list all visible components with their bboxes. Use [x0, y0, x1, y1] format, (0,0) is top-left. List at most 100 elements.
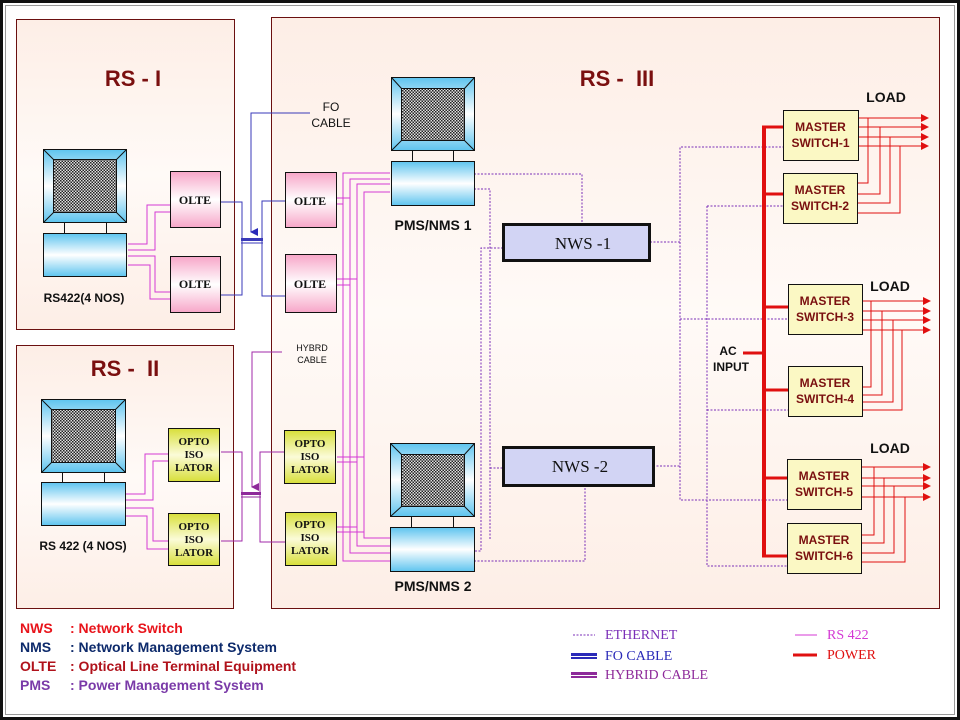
abbr-description: : Optical Line Terminal Equipment	[70, 658, 296, 674]
fo-cable-callout-line2: CABLE	[311, 116, 350, 130]
network-switch-2: NWS -2	[502, 446, 655, 487]
legend-item-hybrid-cable: HYBRID CABLE	[571, 668, 708, 683]
terminal-pms-nms-2	[390, 443, 475, 572]
terminal-pms-nms-1	[391, 77, 475, 206]
master-switch-word: MASTER	[800, 294, 851, 308]
load-label-1: LOAD	[866, 89, 906, 105]
master-switch-word: MASTER	[795, 183, 846, 197]
monitor-icon	[391, 77, 475, 151]
abbr-description: : Network Switch	[70, 620, 183, 636]
cpu-unit	[43, 233, 127, 277]
abbr-term: OLTE	[20, 658, 56, 674]
svg-text:LATOR: LATOR	[291, 545, 330, 557]
legend-label: HYBRID CABLE	[605, 668, 708, 683]
svg-text:LATOR: LATOR	[175, 547, 214, 559]
svg-text:OLTE: OLTE	[294, 277, 326, 291]
rs422-links	[125, 172, 390, 562]
legend-label: ETHERNET	[605, 628, 678, 643]
abbr-description: : Power Management System	[70, 677, 264, 693]
svg-text:ISO: ISO	[301, 532, 320, 544]
abbr-term: NMS	[20, 639, 51, 655]
region-rs2-title: RS - II	[91, 356, 159, 381]
power-links	[743, 125, 788, 558]
ac-input-label-line1: AC	[719, 344, 737, 358]
region-rs1-title: RS - I	[105, 66, 161, 91]
cpu-unit	[41, 482, 126, 526]
legend-label: FO CABLE	[605, 649, 672, 664]
opto-isolator-rs3-top: OPTO ISO LATOR	[284, 430, 336, 484]
olte-rs3-bottom: OLTE	[285, 254, 337, 313]
monitor-icon	[43, 149, 127, 223]
monitor-icon	[390, 443, 475, 517]
pms-nms-2-label: PMS/NMS 2	[394, 578, 471, 594]
svg-text:OPTO: OPTO	[295, 438, 326, 450]
hybrid-cable-splice	[241, 492, 261, 495]
cpu-unit	[391, 161, 475, 206]
cpu-unit	[390, 527, 475, 572]
ethernet-links	[474, 146, 788, 567]
load-label-2: LOAD	[870, 278, 910, 294]
master-switch-number: SWITCH-1	[792, 136, 850, 150]
rs1-terminal-label: RS422(4 NOS)	[44, 291, 125, 305]
abbr-term: NWS	[20, 620, 53, 636]
master-switch-number: SWITCH-2	[791, 199, 849, 213]
svg-text:OLTE: OLTE	[179, 277, 211, 291]
rs2-terminal-label: RS 422 (4 NOS)	[39, 539, 126, 553]
olte-rs3-top: OLTE	[285, 172, 337, 228]
master-switch-word: MASTER	[799, 469, 850, 483]
pms-nms-1-label: PMS/NMS 1	[394, 217, 471, 233]
svg-text:OLTE: OLTE	[294, 194, 326, 208]
terminal-rs1	[43, 149, 127, 277]
svg-text:ISO: ISO	[185, 534, 204, 546]
hybrid-cable-callout-line2: CABLE	[297, 355, 327, 365]
svg-text:LATOR: LATOR	[175, 462, 214, 474]
svg-text:NWS -1: NWS -1	[555, 234, 611, 253]
master-switch-word: MASTER	[800, 376, 851, 390]
svg-text:OPTO: OPTO	[179, 436, 210, 448]
master-switch-word: MASTER	[795, 120, 846, 134]
legend-label: POWER	[827, 648, 877, 663]
svg-text:NWS -2: NWS -2	[552, 457, 608, 476]
svg-text:OLTE: OLTE	[179, 193, 211, 207]
olte-rs1-bottom: OLTE	[170, 256, 221, 313]
region-rs3-title: RS - III	[580, 66, 655, 91]
master-switch-3: MASTER SWITCH-3	[788, 284, 863, 335]
legend-item-fo-cable: FO CABLE	[571, 649, 672, 664]
svg-text:ISO: ISO	[301, 451, 320, 463]
master-switch-word: MASTER	[799, 533, 850, 547]
master-switch-number: SWITCH-6	[795, 549, 853, 563]
legend-item-rs-422: RS 422	[795, 628, 869, 643]
legend-item-ethernet: ETHERNET	[573, 628, 678, 643]
network-switch-1: NWS -1	[502, 223, 651, 262]
monitor-icon	[41, 399, 126, 473]
load-feeds	[857, 114, 931, 563]
master-switch-6: MASTER SWITCH-6	[787, 523, 862, 574]
legend-item-power: POWER	[793, 648, 877, 663]
svg-text:OPTO: OPTO	[179, 521, 210, 533]
abbr-term: PMS	[20, 677, 50, 693]
load-label-3: LOAD	[870, 440, 910, 456]
svg-text:LATOR: LATOR	[291, 464, 330, 476]
abbr-description: : Network Management System	[70, 639, 277, 655]
hybrid-cable-callout-line1: HYBRD	[296, 343, 328, 353]
opto-isolator-rs2-bottom: OPTO ISO LATOR	[168, 513, 220, 566]
svg-text:ISO: ISO	[185, 449, 204, 461]
master-switch-number: SWITCH-4	[796, 392, 854, 406]
svg-text:OPTO: OPTO	[295, 519, 326, 531]
olte-rs1-top: OLTE	[170, 171, 221, 228]
terminal-rs2	[41, 399, 126, 526]
master-switch-number: SWITCH-3	[796, 310, 854, 324]
ac-input-label-line2: INPUT	[713, 360, 750, 374]
master-switch-2: MASTER SWITCH-2	[783, 173, 858, 224]
fo-cable-callout-line1: FO	[323, 100, 340, 114]
legend-label: RS 422	[827, 628, 869, 643]
master-switch-number: SWITCH-5	[795, 485, 853, 499]
master-switch-5: MASTER SWITCH-5	[787, 459, 862, 510]
master-switch-1: MASTER SWITCH-1	[783, 110, 859, 161]
opto-isolator-rs2-top: OPTO ISO LATOR	[168, 428, 220, 482]
fo-cable-splice	[241, 238, 263, 241]
